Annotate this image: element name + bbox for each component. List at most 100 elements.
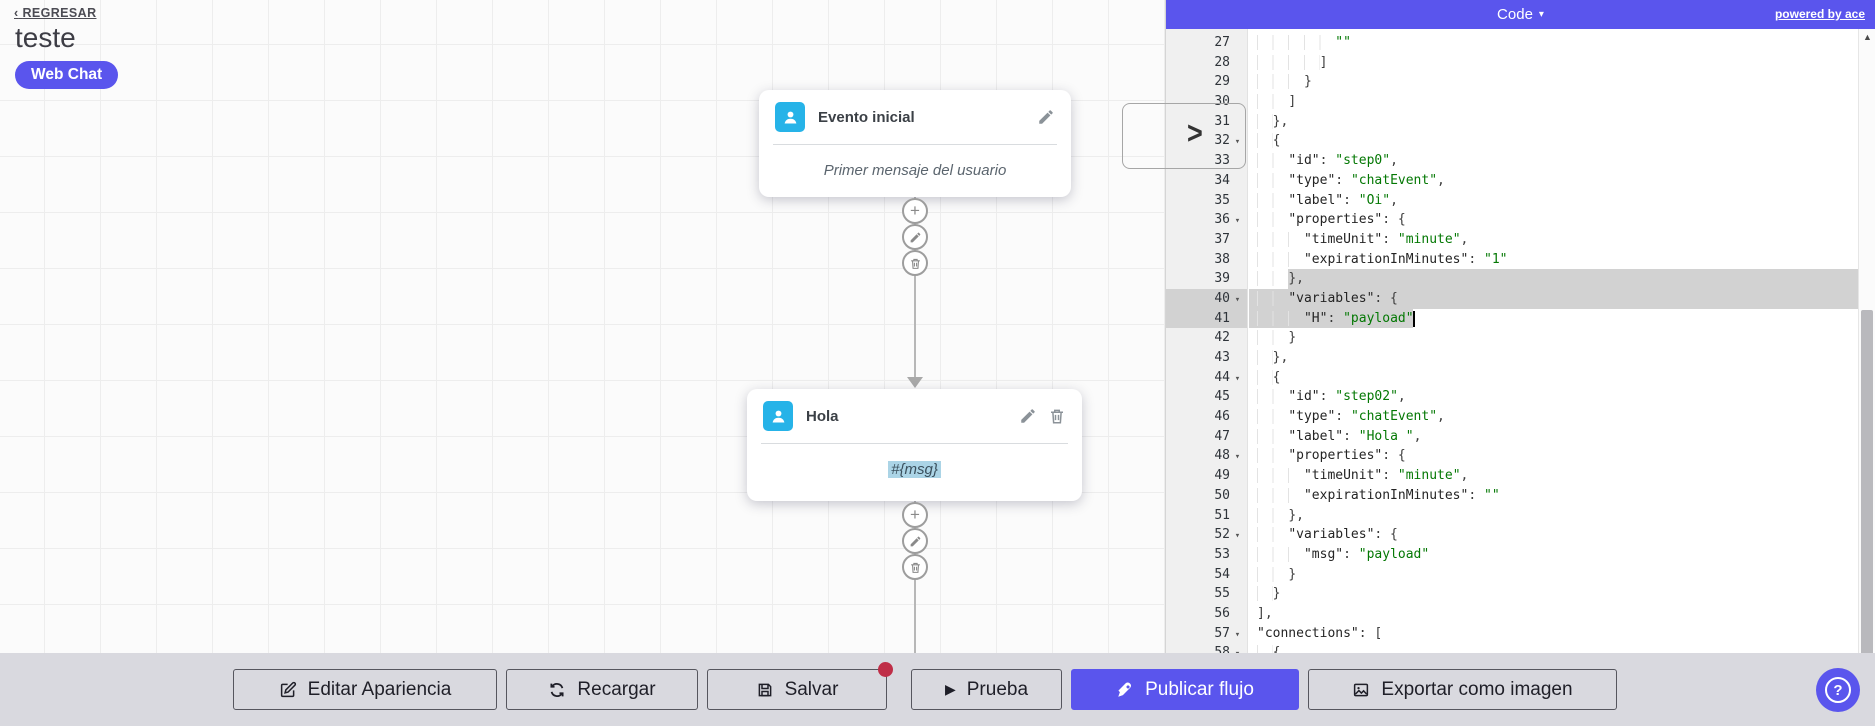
fold-arrow-icon[interactable]: ▾ [1234, 294, 1241, 305]
gutter-line-number[interactable]: 56 [1214, 605, 1230, 621]
gutter-line-number[interactable]: 54 [1214, 566, 1230, 582]
fold-arrow-icon[interactable]: ▾ [1234, 373, 1241, 384]
gutter-line-number[interactable]: 45 [1214, 389, 1230, 405]
gutter-line-number[interactable]: 38 [1214, 251, 1230, 267]
gutter-line-number[interactable]: 52▾ [1166, 525, 1247, 545]
help-button[interactable]: ? [1816, 668, 1860, 712]
panel-collapse-handle[interactable]: > [1122, 103, 1246, 169]
code-line[interactable]: "label": "Oi", [1249, 191, 1858, 211]
gutter-line-number[interactable]: 37 [1214, 231, 1230, 247]
bottom-toolbar: Editar Apariencia Recargar Salvar ▶ Prue… [0, 653, 1875, 726]
gutter-line-number[interactable]: 50 [1214, 487, 1230, 503]
code-line[interactable]: { [1249, 131, 1858, 151]
edit-connection-button[interactable] [902, 528, 928, 554]
gutter-line-number[interactable]: 47 [1214, 428, 1230, 444]
code-line[interactable]: "type": "chatEvent", [1249, 171, 1858, 191]
pencil-icon[interactable] [1019, 407, 1037, 425]
gutter-line-number[interactable]: 35 [1214, 192, 1230, 208]
gutter-line-number[interactable]: 46 [1214, 409, 1230, 425]
code-text: { [1257, 369, 1280, 385]
gutter-line-number[interactable]: 29 [1214, 74, 1230, 90]
gutter-line-number[interactable]: 57▾ [1166, 624, 1247, 644]
powered-by-ace-link[interactable]: powered by ace [1774, 7, 1865, 21]
code-line[interactable]: } [1249, 328, 1858, 348]
code-line[interactable]: }, [1249, 269, 1858, 289]
code-line[interactable]: "properties": { [1249, 210, 1858, 230]
code-line[interactable]: "msg": "payload" [1249, 545, 1858, 565]
code-line[interactable]: "timeUnit": "minute", [1249, 230, 1858, 250]
code-line[interactable]: "variables": { [1249, 525, 1858, 545]
fold-arrow-icon[interactable]: ▾ [1234, 137, 1241, 148]
reload-button[interactable]: Recargar [506, 669, 698, 710]
fold-arrow-icon[interactable]: ▾ [1234, 216, 1241, 227]
code-line[interactable]: ], [1249, 604, 1858, 624]
gutter-line-number[interactable]: 53 [1214, 546, 1230, 562]
code-line[interactable]: "timeUnit": "minute", [1249, 466, 1858, 486]
code-line[interactable]: "id": "step02", [1249, 387, 1858, 407]
delete-connection-button[interactable] [902, 554, 928, 580]
gutter-line-number[interactable]: 30 [1214, 94, 1230, 110]
code-line[interactable]: { [1249, 368, 1858, 388]
gutter-line-number[interactable]: 51 [1214, 507, 1230, 523]
code-line[interactable]: "label": "Hola ", [1249, 427, 1858, 447]
fold-arrow-icon[interactable]: ▾ [1234, 531, 1241, 542]
code-panel-header: Code ▾ powered by ace [1166, 0, 1875, 29]
code-line[interactable]: }, [1249, 112, 1858, 132]
vertical-scrollbar[interactable]: ▲ [1858, 29, 1875, 726]
gutter-line-number[interactable]: 42 [1214, 330, 1230, 346]
trash-icon[interactable] [1048, 407, 1066, 425]
code-line[interactable]: }, [1249, 506, 1858, 526]
gutter-line-number[interactable]: 55 [1214, 586, 1230, 602]
gutter-line-number[interactable]: 31 [1214, 113, 1230, 129]
pencil-icon[interactable] [1037, 108, 1055, 126]
export-image-button[interactable]: Exportar como imagen [1308, 669, 1617, 710]
gutter-line-number[interactable]: 27 [1214, 35, 1230, 50]
code-line[interactable]: } [1249, 72, 1858, 92]
gutter-line-number[interactable]: 33 [1214, 153, 1230, 169]
code-line[interactable]: "expirationInMinutes": "1" [1249, 250, 1858, 270]
add-step-button[interactable]: + [902, 198, 928, 224]
image-icon [1354, 683, 1369, 696]
add-step-button[interactable]: + [902, 502, 928, 528]
gutter-line-number[interactable]: 32▾ [1166, 131, 1247, 151]
test-button[interactable]: ▶ Prueba [911, 669, 1062, 710]
code-line[interactable]: } [1249, 584, 1858, 604]
code-line[interactable]: ] [1249, 92, 1858, 112]
scroll-up-button[interactable]: ▲ [1863, 32, 1872, 42]
editor-text-area[interactable]: "" ] } ] }, { "id": "step0", "type": "ch… [1249, 29, 1858, 726]
fold-arrow-icon[interactable]: ▾ [1234, 629, 1241, 640]
fold-arrow-icon[interactable]: ▾ [1234, 452, 1241, 463]
gutter-line-number[interactable]: 40▾ [1166, 288, 1247, 309]
code-mode-dropdown[interactable]: Code ▾ [1497, 6, 1544, 23]
gutter-line-number[interactable]: 48▾ [1166, 446, 1247, 466]
scrollbar-thumb[interactable] [1861, 310, 1873, 682]
code-line[interactable]: "connections": [ [1249, 624, 1858, 644]
code-line[interactable]: "variables": { [1249, 288, 1858, 309]
code-line[interactable]: ] [1249, 53, 1858, 73]
code-line[interactable]: "properties": { [1249, 446, 1858, 466]
edit-connection-button[interactable] [902, 224, 928, 250]
code-line[interactable]: "expirationInMinutes": "" [1249, 486, 1858, 506]
code-line[interactable]: "type": "chatEvent", [1249, 407, 1858, 427]
gutter-line-number[interactable]: 39 [1214, 271, 1230, 287]
code-line[interactable]: "id": "step0", [1249, 151, 1858, 171]
gutter-line-number[interactable]: 49 [1214, 468, 1230, 484]
publish-flow-button[interactable]: Publicar flujo [1071, 669, 1299, 710]
code-line[interactable]: "H": "payload" [1249, 308, 1858, 329]
gutter-line-number[interactable]: 41 [1166, 308, 1247, 329]
save-button[interactable]: Salvar [707, 662, 893, 710]
gutter-line-number[interactable]: 34 [1214, 172, 1230, 188]
code-line[interactable]: "" [1249, 33, 1858, 53]
gutter-line-number[interactable]: 36▾ [1166, 210, 1247, 230]
node-evento-inicial[interactable]: Evento inicial Primer mensaje del usuari… [759, 90, 1071, 197]
node-hola[interactable]: Hola #{msg} [747, 389, 1082, 501]
code-line[interactable]: } [1249, 565, 1858, 585]
delete-connection-button[interactable] [902, 250, 928, 276]
code-line[interactable]: }, [1249, 348, 1858, 368]
back-link[interactable]: ‹ REGRESAR [14, 6, 97, 20]
edit-appearance-button[interactable]: Editar Apariencia [233, 669, 497, 710]
gutter-line-number[interactable]: 43 [1214, 350, 1230, 365]
gutter-line-number[interactable]: 44▾ [1166, 368, 1247, 388]
gutter-line-number[interactable]: 28 [1214, 54, 1230, 70]
